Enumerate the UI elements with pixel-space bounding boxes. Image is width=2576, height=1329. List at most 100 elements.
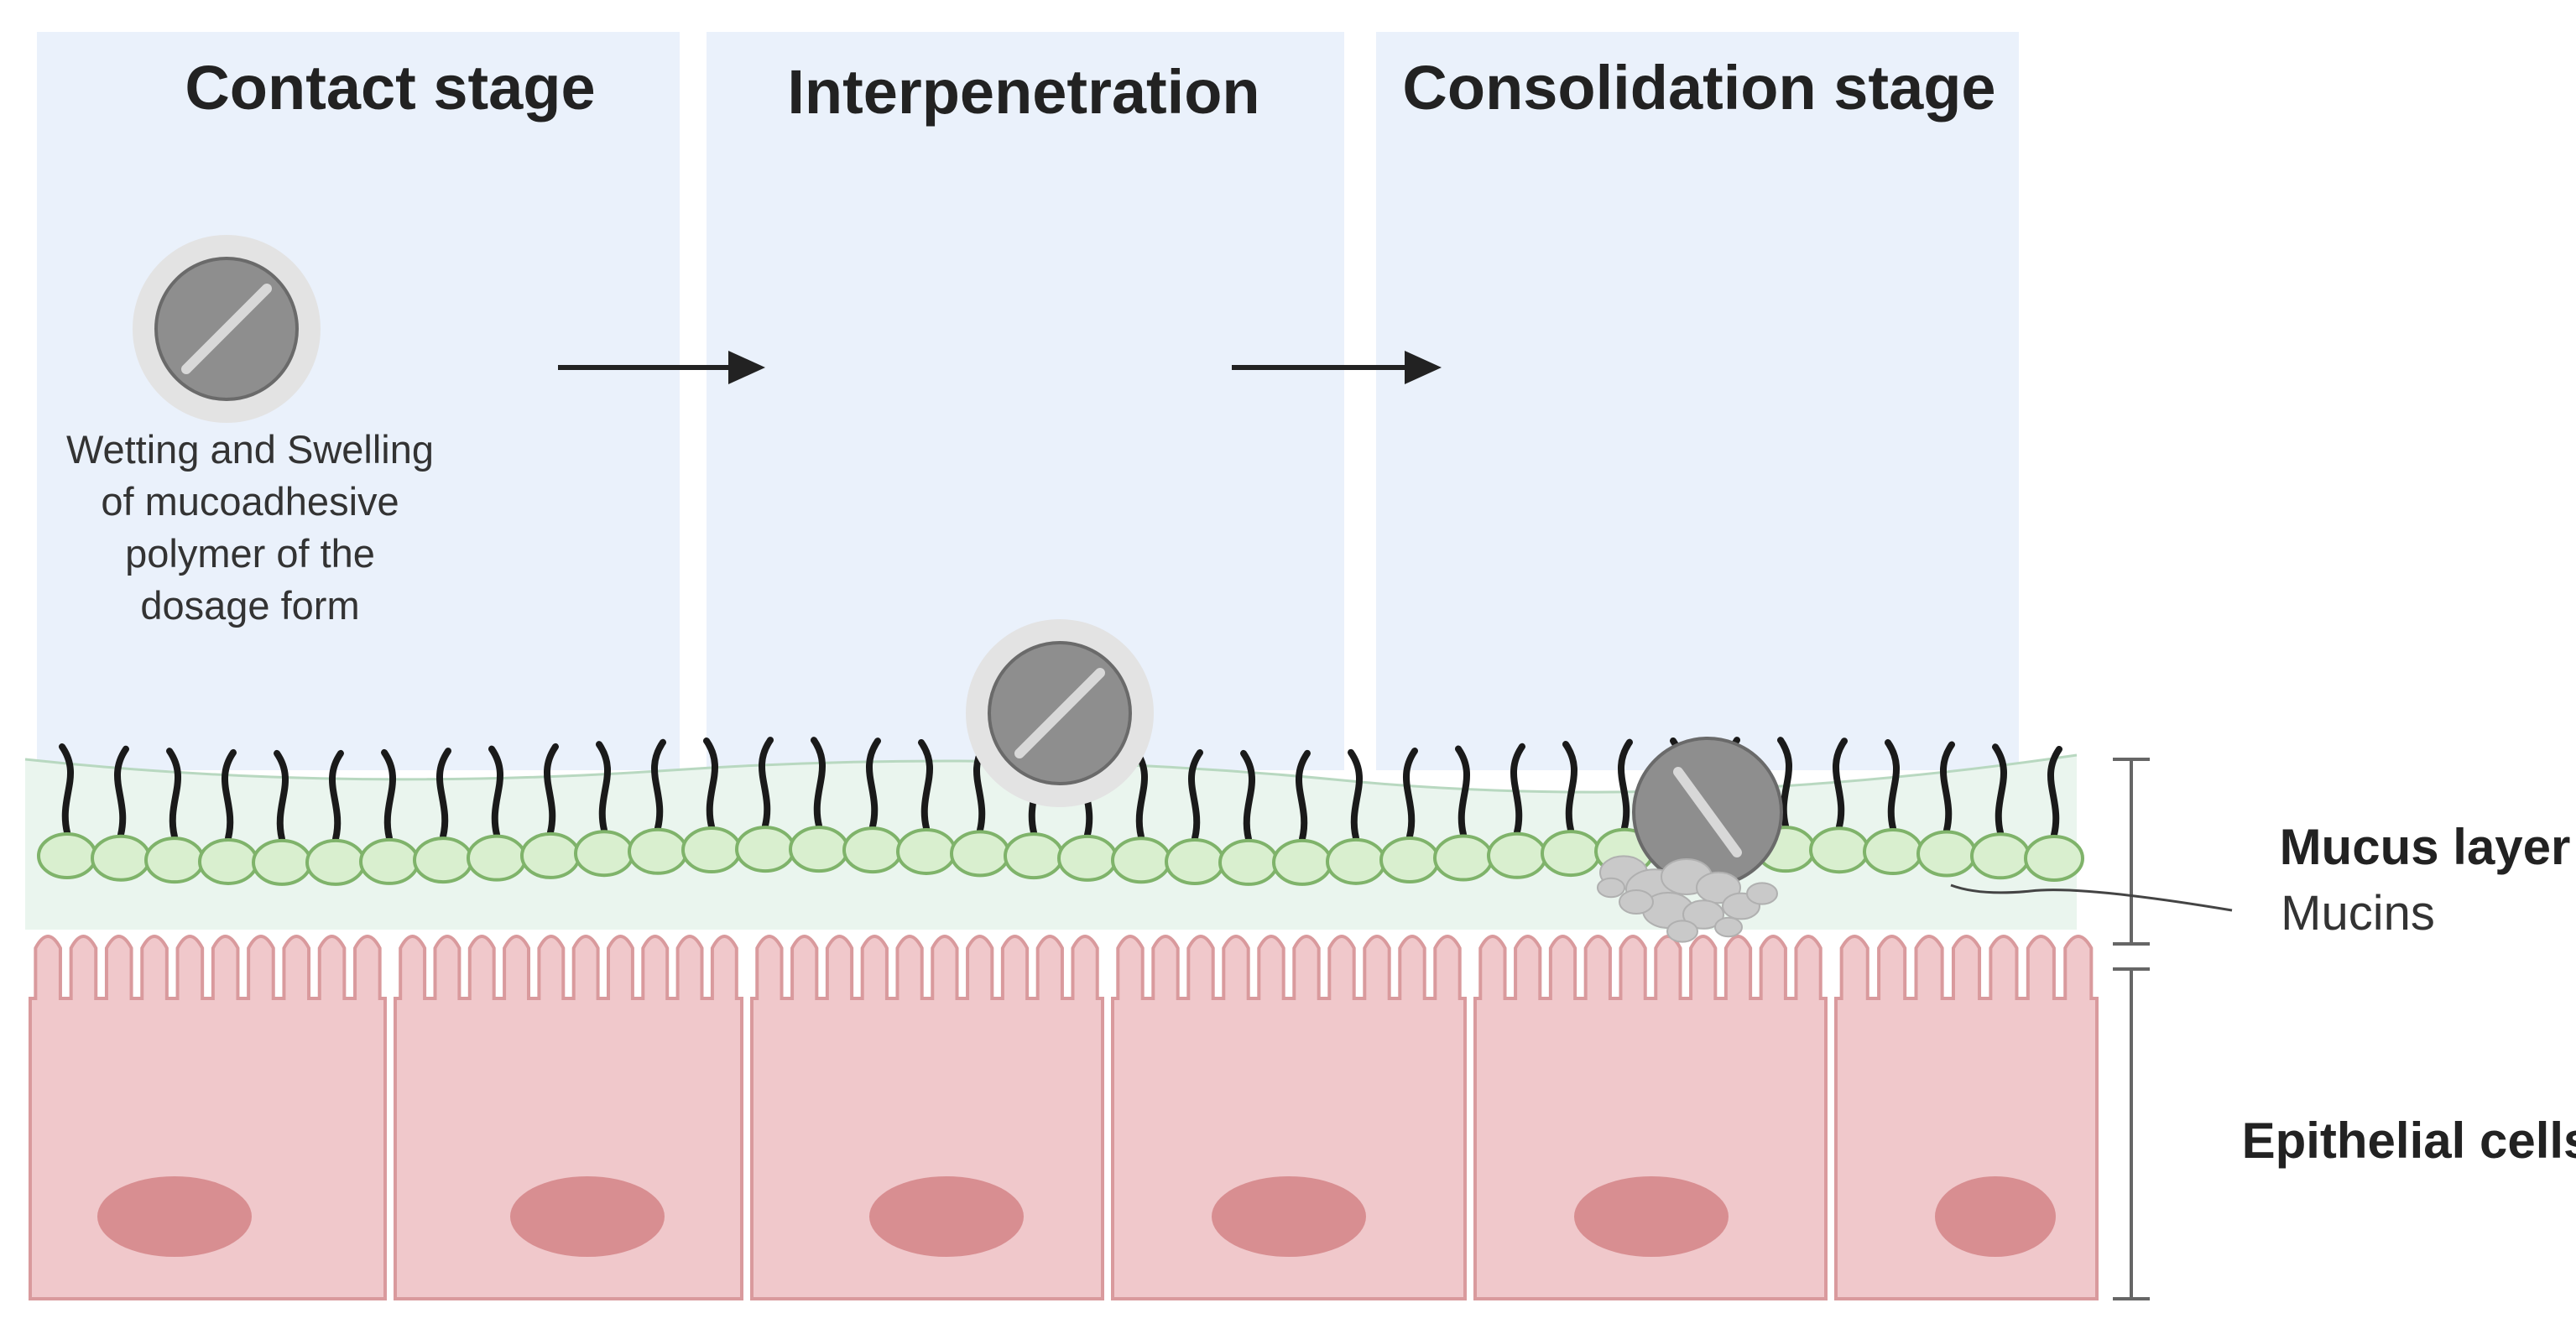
mucin-bead — [1004, 832, 1064, 880]
mucin-chain — [544, 743, 559, 836]
mucin-bead — [1272, 838, 1332, 886]
mucin-bead — [1165, 838, 1225, 886]
mucin-bead — [2024, 834, 2084, 882]
mucin-chain — [1833, 737, 1848, 831]
mucin-chain — [1510, 743, 1525, 836]
mucin-bead — [1970, 832, 2031, 880]
mucin-bead — [413, 836, 473, 884]
mucin-chain — [1618, 738, 1633, 831]
tablet-fragments — [1597, 855, 1778, 943]
mucin-chain — [2047, 745, 2062, 838]
mucins-row — [37, 826, 2084, 886]
stage-title-interpenetration: Interpenetration — [787, 57, 1259, 127]
tablet-fragment — [1714, 916, 1743, 938]
mucin-chain — [1455, 745, 1470, 838]
mucin-bead — [1326, 837, 1386, 885]
mucin-chain — [1992, 743, 2007, 836]
mucin-chain — [1403, 747, 1418, 840]
mucin-chain — [866, 737, 881, 831]
tablet-icon — [133, 235, 321, 423]
mucin-bead — [1433, 834, 1494, 882]
cell-nucleus — [869, 1176, 1024, 1257]
epithelial-cells-bracket — [2113, 967, 2150, 1300]
tablet-fragment — [1666, 920, 1698, 943]
mucin-chain — [918, 738, 933, 831]
mucus-layer-bracket — [2113, 758, 2150, 946]
tablet-icon — [966, 619, 1154, 807]
tablet-fragment — [1619, 889, 1654, 915]
mucin-chains — [59, 737, 2062, 842]
mucin-bead — [520, 831, 581, 879]
mucin-bead — [735, 826, 795, 873]
cell-nucleus — [1212, 1176, 1366, 1257]
mucin-bead — [144, 836, 205, 884]
consolidation-stage-panel — [1376, 32, 2019, 770]
mucin-chain — [381, 748, 396, 842]
epithelial-cell-layer — [29, 935, 2099, 1300]
mucin-bead — [574, 830, 634, 878]
mucin-bead — [1487, 831, 1547, 879]
arrow-contact-to-interpenetration — [558, 351, 765, 384]
mucin-bead — [789, 826, 849, 873]
tablet-icon — [1632, 737, 1783, 888]
mucin-chain — [651, 738, 666, 831]
mucin-chain — [811, 737, 826, 830]
mucin-chain — [1240, 749, 1255, 842]
mucin-bead — [1379, 836, 1440, 883]
mucin-chain — [1562, 741, 1577, 834]
mucin-chain — [703, 737, 718, 831]
mucin-bead — [1057, 834, 1118, 882]
arrow-interpenetration-to-consolidation — [1232, 351, 1442, 384]
mucus-layer-label: Mucus layer — [2280, 819, 2571, 875]
mucin-chain — [1777, 737, 1792, 830]
mucin-chain — [1885, 739, 1900, 832]
mucin-chain — [759, 737, 774, 830]
mucin-bead — [1809, 826, 1869, 874]
cell-nucleus — [1574, 1176, 1729, 1257]
mucin-chain — [488, 745, 503, 838]
mucin-bead — [37, 832, 97, 879]
mucin-bead — [896, 827, 957, 875]
cell-nucleus — [510, 1176, 665, 1257]
mucin-chain — [114, 745, 129, 838]
caption-line: dosage form — [140, 583, 359, 628]
mucin-chain — [329, 749, 344, 842]
cell-nucleus — [1935, 1176, 2056, 1257]
mucin-bead — [1541, 830, 1601, 878]
caption-line: Wetting and Swelling — [66, 427, 434, 472]
mucin-bead — [305, 838, 366, 886]
mucin-chain — [166, 748, 181, 841]
mucin-bead — [1111, 836, 1171, 884]
stage-title-consolidation: Consolidation stage — [1402, 53, 1995, 122]
tablet-fragment — [1682, 899, 1724, 930]
tablet-fragment — [1597, 877, 1625, 899]
stage-title-contact: Contact stage — [185, 53, 595, 122]
mucin-bead — [252, 838, 312, 886]
mucin-bead — [1916, 830, 1977, 878]
mucin-chain — [436, 748, 451, 841]
mucin-chain — [596, 741, 611, 834]
mucin-chain — [222, 748, 237, 842]
mucin-bead — [359, 837, 420, 885]
mucin-bead — [842, 826, 903, 874]
mucin-chain — [1296, 749, 1311, 842]
mucin-chain — [1940, 741, 1955, 834]
mucin-bead — [681, 826, 742, 874]
mucin-bead — [198, 837, 258, 885]
tablet-fragment — [1746, 882, 1778, 905]
mucin-bead — [1218, 838, 1279, 886]
mucin-bead — [1863, 828, 1923, 876]
mucins-label: Mucins — [2281, 886, 2435, 941]
mucins-callout — [1950, 883, 2233, 912]
caption-line: of mucoadhesive — [101, 479, 399, 524]
contact-stage-panel — [37, 32, 680, 770]
mucin-chain — [1188, 749, 1203, 842]
mucin-chain — [274, 749, 289, 842]
epithelial-cells-label: Epithelial cells — [2242, 1113, 2576, 1169]
caption-line: polymer of the — [125, 531, 375, 576]
mucin-bead — [950, 830, 1010, 878]
wetting-caption: Wetting and Swelling of mucoadhesive pol… — [66, 427, 434, 628]
epithelial-cell — [1473, 935, 1828, 1300]
mucin-bead — [467, 834, 527, 882]
